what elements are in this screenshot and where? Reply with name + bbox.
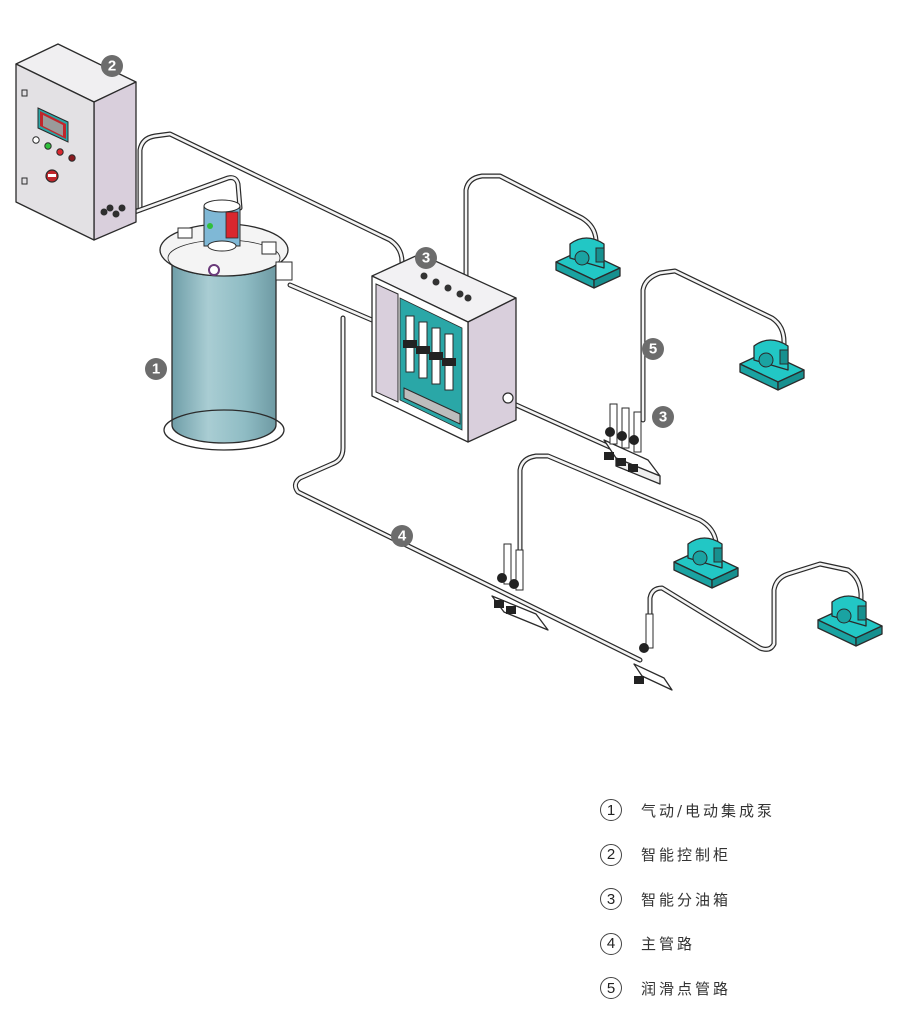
svg-text:2: 2	[108, 58, 116, 75]
legend-label: 智能分油箱	[641, 890, 732, 909]
bearing-2	[739, 339, 805, 391]
svg-text:5: 5	[649, 341, 657, 358]
distributor-valve-far	[633, 613, 673, 691]
legend-number: 2	[600, 843, 622, 866]
legend-number: 4	[600, 932, 622, 955]
integrated-pump	[159, 199, 293, 451]
distributor-valve-right	[603, 403, 661, 485]
legend-item: 1 气动/电动集成泵	[600, 788, 860, 833]
callout-3-box: 3	[415, 247, 437, 269]
bearing-1	[555, 237, 621, 289]
callout-3-valve: 3	[652, 406, 674, 428]
distribution-box	[371, 253, 517, 443]
pipe-to-bearing-4	[647, 561, 864, 652]
distributor-valve-middle	[491, 543, 549, 631]
indicator-red	[56, 148, 64, 156]
legend-item: 3 智能分油箱	[600, 877, 860, 922]
legend-item: 5 润滑点管路	[600, 966, 860, 1011]
pipe-to-bearing-3	[517, 453, 719, 568]
legend-number: 1	[600, 799, 622, 822]
callout-5: 5	[642, 338, 664, 360]
legend-label: 润滑点管路	[641, 979, 732, 998]
bearing-3	[673, 537, 739, 589]
control-cabinet	[15, 43, 137, 241]
legend-label: 主管路	[641, 935, 696, 954]
svg-text:4: 4	[398, 528, 407, 545]
callout-1: 1	[145, 358, 167, 380]
indicator-white	[32, 136, 40, 144]
legend-label: 气动/电动集成泵	[641, 801, 776, 820]
tank-body	[171, 259, 277, 444]
svg-text:1: 1	[152, 361, 160, 378]
legend-item: 2 智能控制柜	[600, 833, 860, 878]
lubrication-system-diagram: 1 2 3 3 4 5	[15, 43, 883, 691]
svg-text:3: 3	[659, 409, 667, 426]
indicator-dark	[68, 154, 76, 162]
legend-number: 3	[600, 888, 622, 911]
legend: 1 气动/电动集成泵 2 智能控制柜 3 智能分油箱 4 主管路 5 润滑点管路	[600, 788, 860, 1011]
callout-2: 2	[101, 55, 123, 77]
svg-text:3: 3	[422, 250, 430, 267]
indicator-green	[44, 142, 52, 150]
callout-4: 4	[391, 525, 413, 547]
legend-label: 智能控制柜	[641, 846, 732, 865]
legend-item: 4 主管路	[600, 922, 860, 967]
pipes	[115, 131, 864, 663]
bearing-4	[817, 595, 883, 647]
legend-number: 5	[600, 977, 622, 1000]
